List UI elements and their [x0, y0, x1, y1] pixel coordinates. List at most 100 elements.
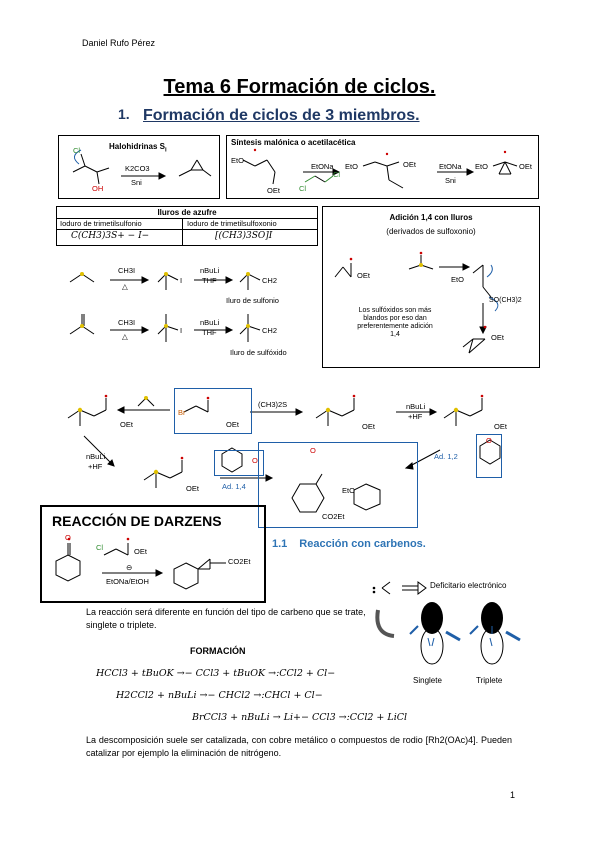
adicion-note: Los sulfóxidos son más blandos por eso d…	[357, 307, 433, 338]
page-title: Tema 6 Formación de ciclos.	[163, 76, 436, 98]
ch2-1: CH2	[262, 276, 278, 285]
scheme-co2et: CO2Et	[322, 512, 345, 521]
i-label-2: I	[180, 326, 183, 335]
reagent-sni: Sni	[131, 178, 142, 187]
scheme-hf-2: +HF	[88, 462, 103, 471]
subsection-heading: 1.1 Reacción con carbenos.	[272, 538, 438, 550]
section-number: 1.	[118, 106, 130, 122]
label-sulfonio: Iluro de sulfonio	[226, 296, 279, 305]
adicion-oet-2: OEt	[491, 333, 504, 342]
products-box	[258, 442, 418, 528]
darzens-scheme	[55, 537, 226, 590]
scheme-oet-1: OEt	[120, 420, 133, 429]
scheme-nbuli-2: nBuLi	[86, 452, 106, 461]
halohidrin-scheme	[72, 149, 212, 185]
adicion-box: Adición 1,4 con Iluros (derivados de sul…	[322, 206, 540, 368]
darzens-co2et: CO2Et	[228, 557, 251, 566]
scheme-ad12: Ad. 1,2	[434, 452, 458, 461]
singlete-label: Singlete	[413, 676, 442, 685]
scheme-oet-box: OEt	[226, 420, 239, 429]
equation-2: H2CCl2 + nBuLi →− CHCl2 →:CHCl + Cl−	[116, 690, 323, 701]
halohidrinas-sub: i	[165, 147, 167, 154]
adicion-title: Adición 1,4 con Iluros	[389, 213, 473, 222]
scheme-reagent: (CH3)2S	[258, 400, 288, 409]
thf-2: THF	[202, 328, 217, 337]
delta-2: △	[122, 332, 128, 341]
darzens-title: REACCIÓN DE DARZENS	[52, 513, 222, 529]
section-title: Formación de ciclos de 3 miembros.	[143, 107, 420, 124]
bromoester-highlight	[174, 388, 252, 434]
darzens-reagent: EtONa/EtOH	[106, 577, 149, 586]
equation-3: BrCCl3 + nBuLi → Li+− CCl3 →:CCl2 + LiCl	[192, 712, 408, 723]
scheme-eto: EtO	[342, 486, 355, 495]
adicion-oet-1: OEt	[357, 271, 370, 280]
reagent-k2co3: K2CO3	[125, 164, 150, 173]
formula-sulfonio: C(CH3)3S+ − I−	[71, 231, 150, 241]
scheme-oet-4: OEt	[186, 484, 199, 493]
paragraph-2: La descomposición suele ser catalizada, …	[86, 735, 512, 758]
darzens-cl: Cl	[96, 543, 104, 552]
adicion-so: SO(CH3)2	[489, 297, 522, 304]
oh-label: OH	[92, 184, 104, 193]
iluros-table-title: Iluros de azufre	[157, 208, 217, 217]
malonic-scheme	[242, 148, 518, 189]
label-sulfoxido: Iluro de sulfóxido	[230, 348, 287, 357]
subsection-title: Reacción con carbenos.	[299, 538, 426, 550]
halohidrinas-title: Halohidrinas S	[109, 142, 166, 151]
equation-1: HCCl3 + tBuOK →− CCl3 + tBuOK →:CCl2 + C…	[96, 668, 336, 679]
eto-3: EtO	[475, 162, 488, 171]
subsection-number: 1.1	[272, 538, 288, 550]
cl-b: Cl	[333, 170, 341, 179]
reagent-etona: EtONa	[311, 162, 334, 171]
nbuli-1: nBuLi	[200, 266, 220, 275]
darzens-minus: ⊖	[126, 563, 133, 572]
formula-sulfoxonio: [(CH3)3SO]I	[215, 231, 273, 241]
cl-a: Cl	[299, 184, 307, 193]
scheme-o-3: O	[486, 436, 492, 445]
reagent-sni-2: Sni	[445, 176, 456, 185]
halohidrinas-box: Halohidrinas Si Cl OH K2CO3 Sni	[58, 135, 220, 199]
adicion-subtitle: (derivados de sulfoxonio)	[386, 227, 476, 236]
col-sulfonio: Ioduro de trimetilsulfonio	[60, 219, 142, 228]
scheme-oet-3: OEt	[494, 422, 507, 431]
iluros-table: Iluros de azufre Ioduro de trimetilsulfo…	[56, 206, 318, 246]
scheme-ad14: Ad. 1,4	[222, 482, 246, 491]
darzens-oet: OEt	[134, 547, 147, 556]
page-number: 1	[510, 790, 516, 800]
carbene-label: Deficitario electrónico	[430, 581, 507, 590]
author: Daniel Rufo Pérez	[82, 38, 156, 48]
eto-2: EtO	[345, 162, 358, 171]
malonica-box: Síntesis malónica o acetilacética EtO OE…	[226, 135, 539, 199]
col-sulfoxonio: Ioduro de trimetilsulfoxonio	[187, 219, 277, 228]
scheme-br: Br	[178, 408, 186, 417]
paragraph-1: La reacción será diferente en función de…	[86, 607, 366, 630]
oet-2: OEt	[403, 160, 416, 169]
iluro-scheme	[69, 272, 261, 342]
adicion-scheme	[334, 251, 499, 354]
adicion-eto: EtO	[451, 275, 464, 284]
oet-1: OEt	[267, 186, 280, 195]
malonica-title: Síntesis malónica o acetilacética	[231, 138, 356, 147]
thf-1: THF	[202, 276, 217, 285]
scheme-oet-2: OEt	[362, 422, 375, 431]
formacion-heading: FORMACIÓN	[190, 646, 246, 656]
eto-1: EtO	[231, 156, 244, 165]
cyclohexenone-box-1	[214, 450, 264, 476]
darzens-o: O	[65, 533, 71, 542]
ch3i-2: CH3I	[118, 318, 136, 327]
scheme-hf-1: +HF	[408, 412, 423, 421]
cl-label: Cl	[73, 146, 81, 155]
oet-3: OEt	[519, 162, 532, 171]
darzens-box: REACCIÓN DE DARZENS O Cl OEt ⊖ EtONa/EtO…	[40, 505, 266, 603]
cyclohexenone-box-2	[476, 434, 502, 478]
sulfonium-scheme	[67, 394, 501, 513]
scheme-o-1: O	[252, 456, 258, 465]
triplete-label: Triplete	[476, 676, 503, 685]
delta-1: △	[122, 282, 128, 291]
carbene-figure	[372, 581, 521, 665]
scheme-o-2: O	[310, 446, 316, 455]
i-label-1: I	[180, 276, 183, 285]
reagent-etona-2: EtONa	[439, 162, 462, 171]
ch2-2: CH2	[262, 326, 278, 335]
ch3i-1: CH3I	[118, 266, 136, 275]
